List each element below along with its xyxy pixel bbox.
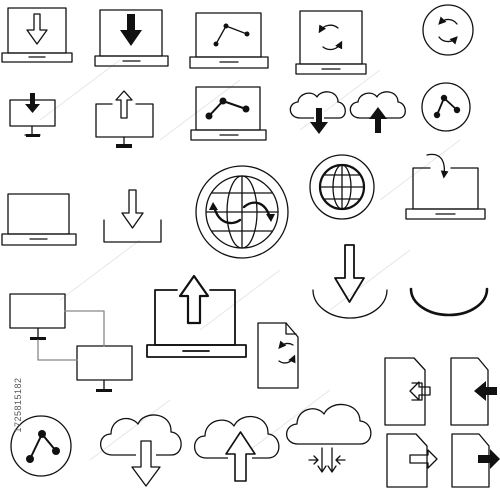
file-export-solid-icon	[451, 433, 500, 488]
monitor-download-icon	[9, 93, 56, 137]
laptop-icon	[1, 193, 77, 246]
circle-share-icon	[421, 82, 471, 132]
tray-download-icon	[103, 189, 162, 243]
laptop-upload-icon	[146, 274, 247, 358]
stock-id-label: 1725815182	[13, 377, 23, 433]
file-import-outline-icon	[384, 357, 431, 426]
watermark-pattern	[39, 59, 461, 461]
file-export-outline-icon	[386, 433, 438, 488]
file-import-solid-icon	[450, 357, 497, 426]
cloud-download-icon	[289, 91, 346, 134]
cloud-upload-icon	[349, 91, 406, 133]
laptop-share-icon	[189, 12, 269, 69]
globe-sync-icon	[195, 165, 289, 259]
monitor-upload-icon	[95, 90, 154, 148]
networked-monitors-icon	[9, 293, 133, 392]
laptop-incoming-arrow-icon	[405, 153, 486, 220]
laptop-share-solid-icon	[190, 86, 267, 141]
cloud-upload-large-icon	[193, 415, 280, 482]
circle-share-large-icon	[10, 415, 72, 477]
laptop-download-outline-icon	[1, 7, 73, 63]
laptop-sync-icon	[295, 10, 367, 75]
document-sync-icon	[257, 322, 299, 389]
laptop-download-solid-icon	[94, 9, 169, 67]
tray-arrow-down-icon	[312, 244, 388, 319]
globe-icon	[309, 154, 375, 220]
cloud-download-large-icon	[99, 414, 182, 490]
cloud-transfer-icon	[285, 403, 372, 473]
circle-sync-icon	[422, 4, 474, 56]
tray-icon	[409, 287, 489, 317]
